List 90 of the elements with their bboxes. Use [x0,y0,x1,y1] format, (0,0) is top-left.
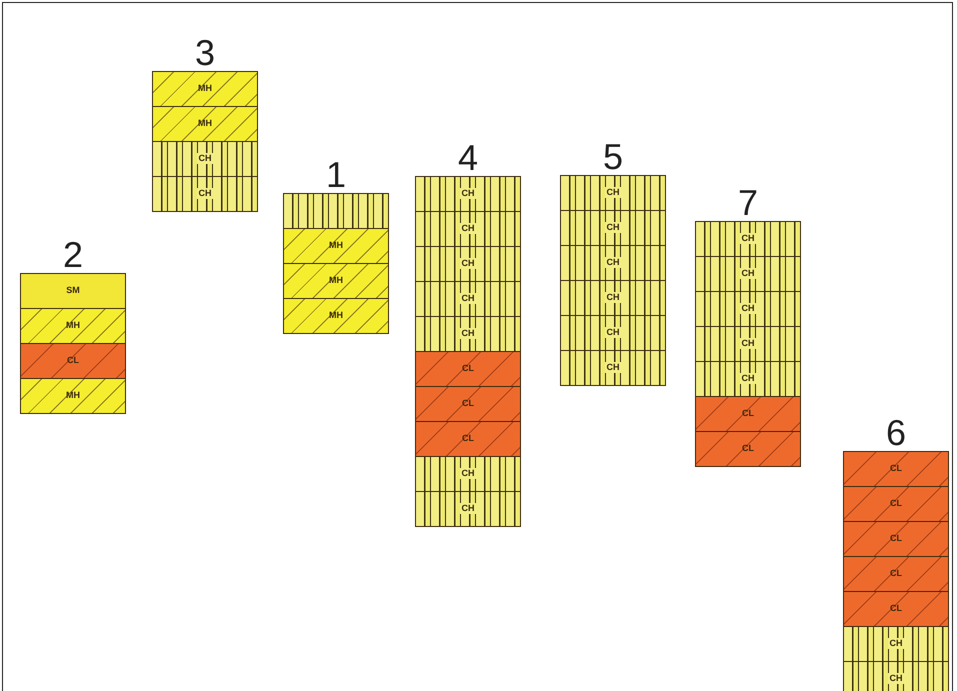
soil-layer [560,280,666,316]
soil-layer [415,350,521,387]
soil-code: CH [604,292,622,304]
soil-code: SM [65,285,81,296]
soil-layer [152,176,258,212]
soil-code: CL [741,408,755,420]
soil-code: CH [460,258,476,270]
soil-code: MH [197,118,213,130]
soil-code: CL [461,433,475,444]
soil-layer [695,326,801,362]
soil-code: CH [604,362,622,374]
soil-code: CL [461,363,475,374]
soil-layer [843,486,949,522]
soil-layer [843,450,949,487]
soil-code: CH [604,222,622,234]
soil-code: CH [740,373,756,384]
soil-layer [560,244,666,281]
soil-code: CH [460,188,476,200]
soil-layer [152,106,258,142]
soil-layer [695,430,801,467]
soil-layer [843,520,949,557]
soil-code: CH [604,327,622,338]
soil-code: MH [197,83,213,94]
soil-layer [152,70,258,107]
soil-code: MH [65,390,81,402]
soil-code: CL [889,463,903,474]
soil-layer [415,176,521,212]
soil-code: CL [66,355,80,366]
soil-layer [415,420,521,457]
column-number: 4 [456,139,480,177]
soil-code: CH [196,153,214,164]
soil-code: CL [889,498,903,510]
soil-layer [560,210,666,246]
soil-layer [415,280,521,317]
soil-layer [695,256,801,292]
soil-layer [560,174,666,211]
soil-layer [415,210,521,247]
soil-layer [283,228,389,264]
soil-layer [695,360,801,397]
soil-code: CH [604,257,622,268]
soil-code: MH [328,275,344,286]
soil-layer [560,350,666,386]
soil-layer [843,626,949,662]
soil-layer [415,456,521,492]
column-number: 5 [602,138,624,176]
soil-code: CH [740,338,756,350]
soil-code: MH [328,310,344,322]
soil-layer [415,246,521,282]
soil-layer [152,140,258,177]
column-number: 1 [324,156,348,194]
soil-layer [20,378,126,414]
column-number: 7 [736,184,760,222]
soil-code: CL [461,398,475,410]
soil-layer [283,298,389,334]
soil-layer [415,490,521,527]
soil-code: MH [328,240,344,252]
soil-code: CH [888,638,904,650]
soil-layer [20,308,126,344]
soil-layer [695,290,801,327]
soil-code: CH [460,328,476,340]
soil-code: CH [196,188,214,200]
soil-code: CL [889,568,903,580]
soil-layer [415,386,521,422]
soil-layer [283,262,389,299]
column-number: 2 [62,236,84,274]
soil-layer [560,314,666,351]
soil-code: CL [889,533,903,544]
soil-code: CH [604,187,622,198]
soil-layer [843,556,949,592]
soil-code: CH [740,268,756,280]
soil-layer [843,590,949,627]
soil-code: CH [460,503,476,514]
soil-code: MH [65,320,81,332]
soil-layer [20,272,126,309]
soil-code: CL [741,443,755,454]
soil-code: CH [888,673,904,684]
soil-code: CH [460,223,476,234]
soil-layer [843,660,949,691]
column-number: 3 [194,34,216,72]
soil-code: CH [740,233,756,244]
soil-layer [695,396,801,432]
soil-code: CH [460,293,476,304]
column-number: 6 [884,414,908,452]
soil-code: CL [889,603,903,614]
soil-layer [20,342,126,379]
soil-layer [283,192,389,229]
soil-layer [695,220,801,257]
soil-code: CH [460,468,476,480]
soil-layer [415,316,521,352]
soil-code: CH [740,303,756,314]
